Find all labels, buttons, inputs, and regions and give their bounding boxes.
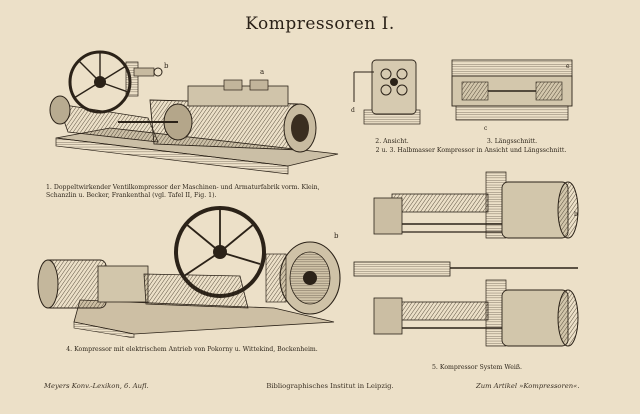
fig5-label-b: b: [574, 211, 578, 218]
footer-article-reference: Zum Artikel »Kompressoren«.: [476, 382, 580, 390]
figure-1-engraving: b a: [49, 50, 339, 175]
figure-5-engraving: b: [353, 171, 579, 347]
figure-3-section: c e: [448, 52, 576, 134]
fig3-label-e: e: [566, 63, 570, 70]
footer-publication: Meyers Konv.-Lexikon, 6. Aufl.: [44, 382, 149, 390]
footer-publisher: Bibliographisches Institut in Leipzig.: [266, 382, 394, 390]
figure-1-valve-compressor: b a: [38, 46, 350, 178]
page-title: Kompressoren I.: [245, 14, 395, 34]
fig1-label-b: b: [164, 62, 169, 70]
figure-3-caption: 3. Längsschnitt.: [486, 138, 538, 145]
figure-2-view: d: [350, 52, 432, 134]
fig2-label-d: d: [351, 107, 355, 114]
fig4-label-b: b: [334, 232, 339, 240]
figure-2-engraving: d: [351, 59, 421, 125]
figure-4-electric-compressor: b: [34, 204, 350, 338]
figure-1-caption: 1. Doppeltwirkender Ventilkompressor der…: [46, 184, 320, 199]
figure-3-engraving: c e: [451, 59, 573, 132]
figure-5-caption: 5. Kompressor System Weiß.: [432, 364, 522, 371]
fig1-label-a: a: [260, 68, 264, 76]
figure-2-caption: 2. Ansicht.: [375, 138, 409, 145]
figure-4-engraving: b: [37, 206, 341, 338]
figure-5-weiss-compressor: b: [352, 168, 588, 358]
figure-2-3-caption: 2 u. 3. Halbmasser Kompressor in Ansicht…: [375, 147, 567, 154]
fig3-label-c: c: [484, 125, 488, 132]
figure-4-caption: 4. Kompressor mit elektrischem Antrieb v…: [66, 346, 318, 353]
